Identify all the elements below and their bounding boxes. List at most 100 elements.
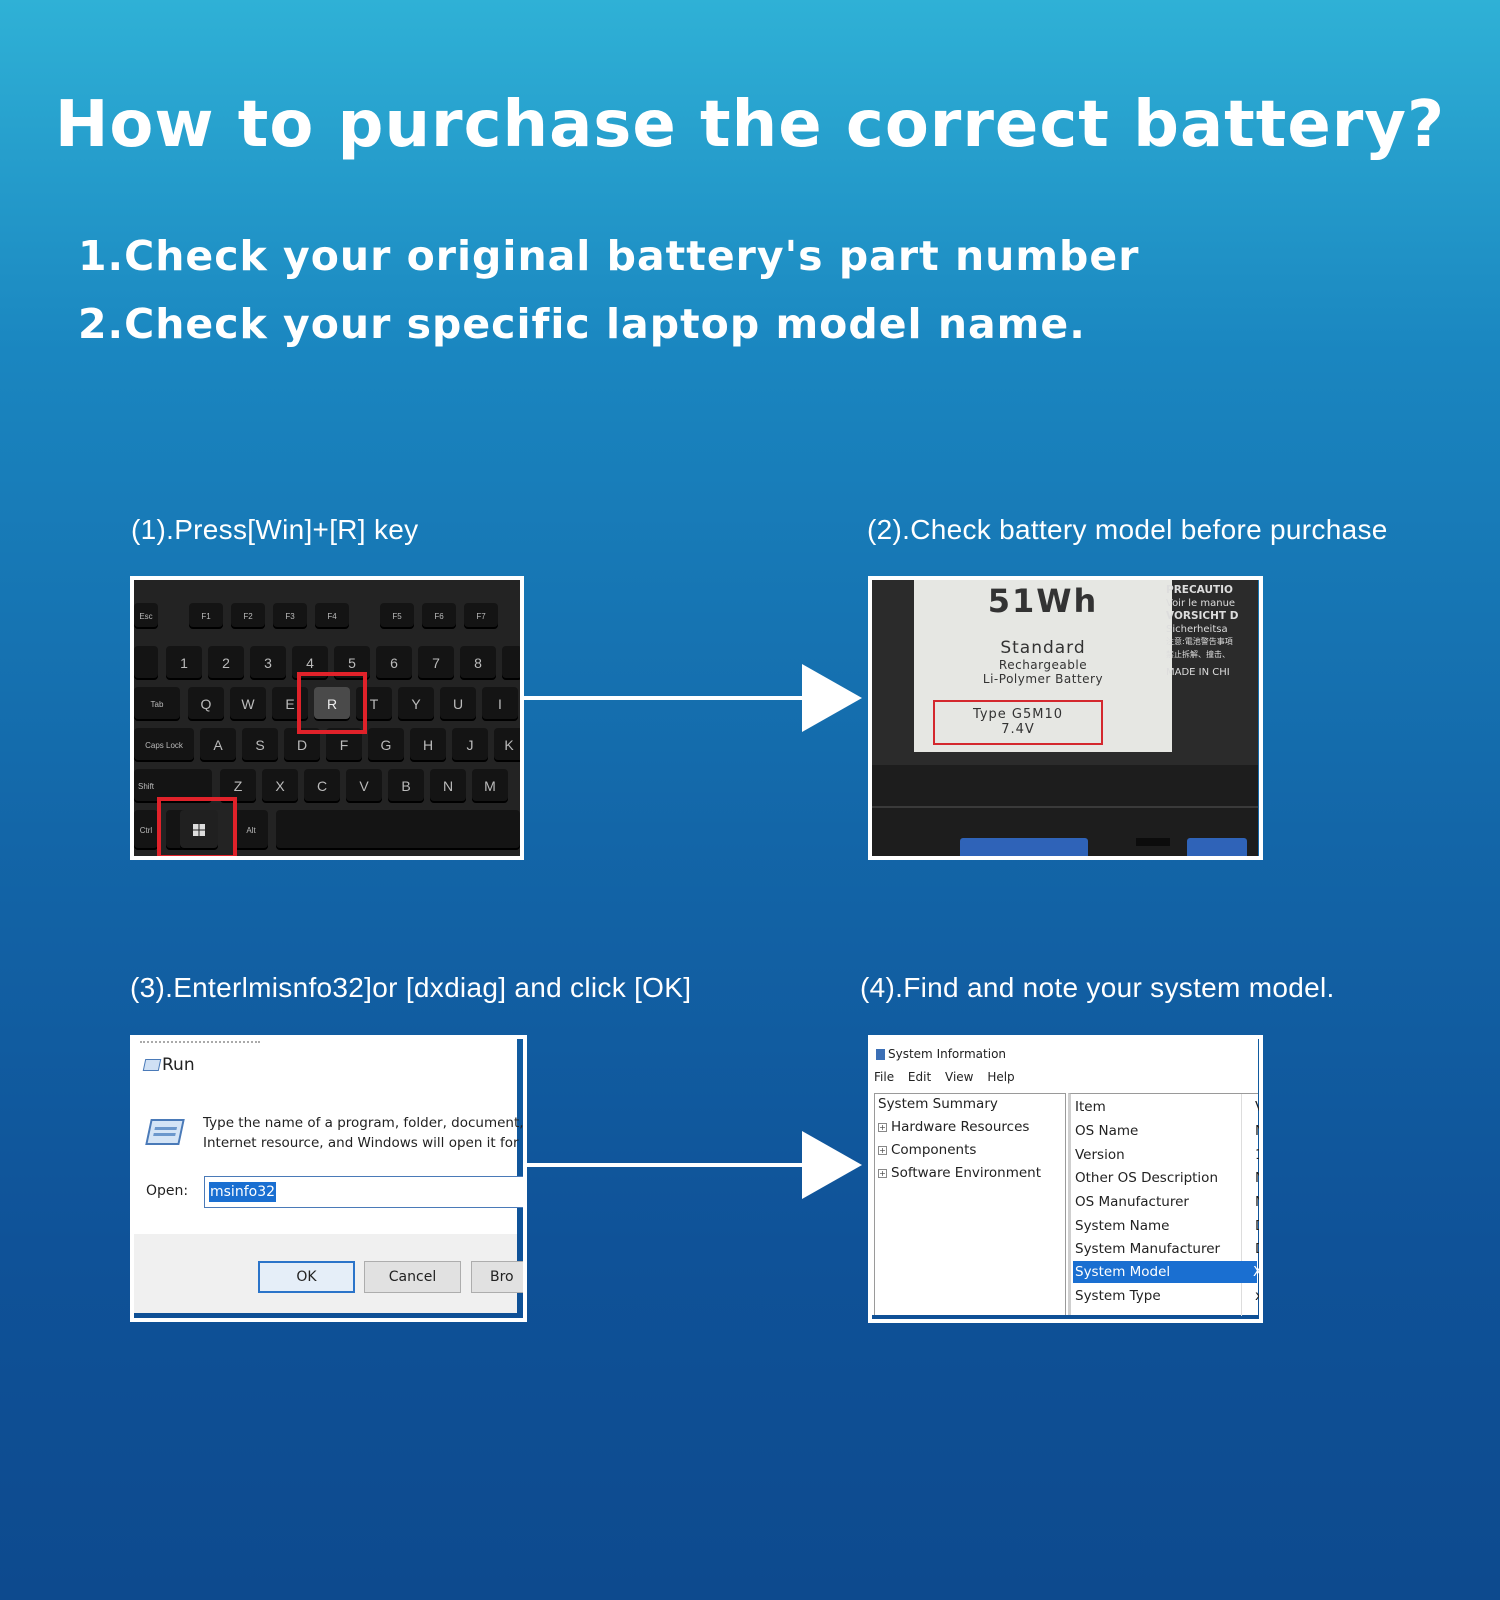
caption-step3: (3).Enterlmisnfo32]or [dxdiag] and click… [130,972,692,1003]
key-y: Y [398,687,434,721]
key-c: C [304,769,340,803]
key-9 [502,646,520,680]
tree-item-label: Components [891,1142,977,1158]
battery-standard: Standard [1000,638,1086,658]
key-8: 8 [460,646,496,680]
tree-system-summary[interactable]: System Summary [878,1096,998,1112]
battery-voltage: 7.4V [1001,722,1035,737]
battery-label: 51Wh Standard Rechargeable Li-Polymer Ba… [914,580,1172,752]
step-part-number: 1.Check your original battery's part num… [78,232,1140,280]
cell-item: System Model [1075,1264,1171,1280]
key-f1: F1 [189,603,223,629]
cell-value: x [1255,1288,1263,1304]
cell-item: Other OS Description [1075,1170,1218,1186]
table-row[interactable]: System NameD [1075,1215,1259,1237]
caption-step1: (1).Press[Win]+[R] key [131,514,419,545]
key-x: X [262,769,298,803]
expand-icon[interactable]: + [878,1146,887,1155]
key-f5: F5 [380,603,414,629]
battery-chemistry: Li-Polymer Battery [982,672,1104,686]
key-7: 7 [418,646,454,680]
key-k: K [494,728,520,762]
arrow-right-icon [524,664,862,732]
key-esc: Esc [134,603,158,629]
table-row[interactable]: System ManufacturerD [1075,1238,1259,1260]
run-dialog-screenshot: Run Type the name of a program, folder, … [130,1035,527,1322]
tree-item-label: Software Environment [891,1165,1042,1181]
keyboard-photo: Esc F1 F2 F3 F4 F5 F6 F7 1 2 3 4 5 6 7 8… [130,576,524,860]
key-j: J [452,728,488,762]
battery-latch [1136,838,1170,846]
run-program-icon [145,1119,185,1145]
dialog-top-edge [140,1041,260,1043]
key-ctrl: Ctrl [134,810,158,850]
cancel-button[interactable]: Cancel [364,1261,461,1293]
system-info-window: System Information File Edit View Help S… [872,1039,1259,1316]
key-6: 6 [376,646,412,680]
battery-rechargeable: Rechargeable [998,658,1088,672]
cell-item: OS Manufacturer [1075,1194,1189,1210]
cell-value: N [1255,1191,1259,1213]
key-alt: Alt [234,810,268,850]
key-n: N [430,769,466,803]
expand-icon[interactable]: + [878,1169,887,1178]
column-divider [1241,1094,1242,1316]
tree-software-environment[interactable]: + Software Environment [878,1165,1041,1181]
tree-hardware-resources[interactable]: +Hardware Resources [878,1119,1029,1135]
run-description-line: Internet resource, and Windows will open… [203,1135,519,1151]
warning-line: PRECAUTIO [1166,584,1233,596]
browse-button[interactable]: Bro [471,1261,523,1293]
system-info-screenshot: System Information File Edit View Help S… [868,1035,1263,1323]
warning-line: 注意:電池警告事項 [1166,637,1233,646]
table-row[interactable]: Other OS Description N [1075,1167,1259,1189]
cell-value: N [1255,1167,1259,1189]
cell-item: OS Name [1075,1123,1139,1139]
highlight-win-key [157,797,237,856]
run-description: Type the name of a program, folder, docu… [203,1113,524,1153]
table-row[interactable]: OS Manufacturer N [1075,1191,1259,1213]
table-row[interactable]: OS NameN [1075,1120,1259,1142]
key-v: V [346,769,382,803]
caption-step4: (4).Find and note your system model. [860,972,1335,1003]
ok-button[interactable]: OK [258,1261,355,1293]
battery-connector [960,838,1088,856]
key-a: A [200,728,236,762]
run-icon [142,1059,162,1071]
key-tab: Tab [134,687,180,721]
open-input[interactable]: msinfo32 [204,1176,523,1208]
cell-value: 1 [1255,1147,1263,1163]
key-s: S [242,728,278,762]
menu-file[interactable]: File [874,1070,895,1084]
cell-item: System Type [1075,1288,1161,1304]
key-i: I [482,687,518,721]
battery-capacity: 51Wh [987,582,1099,620]
run-description-line: Type the name of a program, folder, docu… [203,1115,524,1131]
key-f2: F2 [231,603,265,629]
expand-icon[interactable]: + [878,1123,887,1132]
warning-line: 禁止拆解、撞击、 [1166,649,1230,659]
key-f7: F7 [464,603,498,629]
key-f4: F4 [315,603,349,629]
battery-type-box: Type G5M10 7.4V [933,700,1103,745]
battery-label-photo: 51Wh Standard Rechargeable Li-Polymer Ba… [868,576,1263,860]
key-g: G [368,728,404,762]
warning-line: VORSICHT D [1166,610,1239,622]
menu-edit[interactable]: Edit [907,1070,932,1084]
battery-type: Type G5M10 [972,707,1064,722]
menu-help[interactable]: Help [987,1070,1015,1084]
run-dialog: Run Type the name of a program, folder, … [134,1039,523,1313]
cell-value: X [1253,1264,1263,1280]
battery-seam [872,806,1258,808]
key-e: E [272,687,308,721]
menu-view[interactable]: View [945,1070,974,1084]
key-caps-lock: Caps Lock [134,728,194,762]
tree-components[interactable]: + Components [878,1142,976,1158]
key-3: 3 [250,646,286,680]
key-u: U [440,687,476,721]
battery-warning-text: PRECAUTIO Voir le manue VORSICHT D Siche… [1166,584,1238,680]
instruction-steps: 1.Check your original battery's part num… [78,232,1139,368]
key-b: B [388,769,424,803]
